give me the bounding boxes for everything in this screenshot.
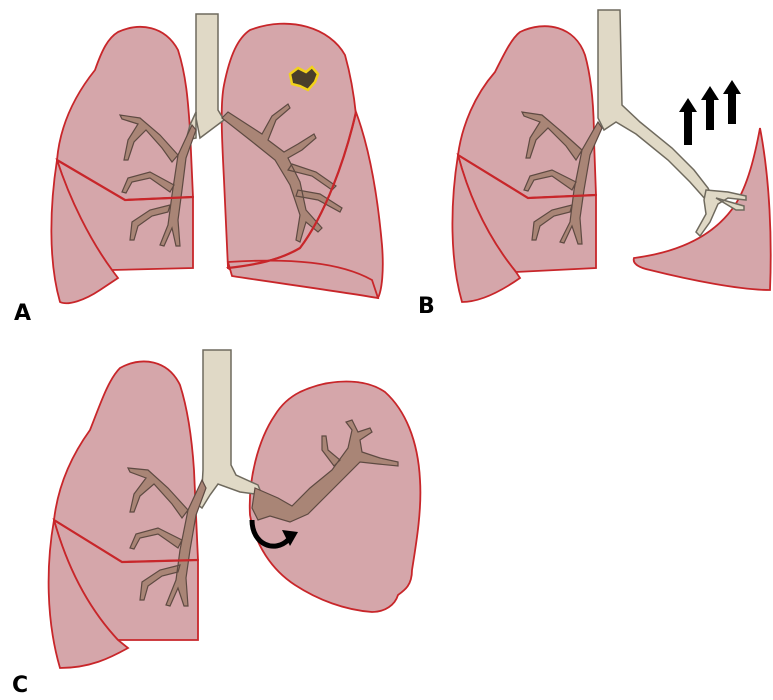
- panel-b-collapsed-left-lung: [634, 128, 771, 290]
- panel-b-upward-arrows: [679, 80, 741, 145]
- panel-c-trachea: [198, 350, 262, 508]
- panel-c: [49, 350, 421, 668]
- panel-a: [51, 14, 382, 303]
- panel-c-right-lung: [49, 361, 198, 668]
- panel-label-a: A: [14, 303, 31, 325]
- panel-a-left-lung: [222, 24, 383, 298]
- panel-b-trachea: [598, 10, 712, 200]
- panel-c-right-upper-lobe: [54, 361, 198, 562]
- panel-a-right-lung: [51, 27, 193, 303]
- panel-b-arrow-3: [723, 80, 741, 124]
- panel-label-b: B: [418, 296, 435, 318]
- panel-b: [452, 10, 770, 302]
- panel-b-arrow-1: [679, 98, 697, 145]
- panel-label-c: C: [12, 675, 28, 697]
- panel-a-trachea: [196, 14, 224, 138]
- panel-b-arrow-2: [701, 86, 719, 130]
